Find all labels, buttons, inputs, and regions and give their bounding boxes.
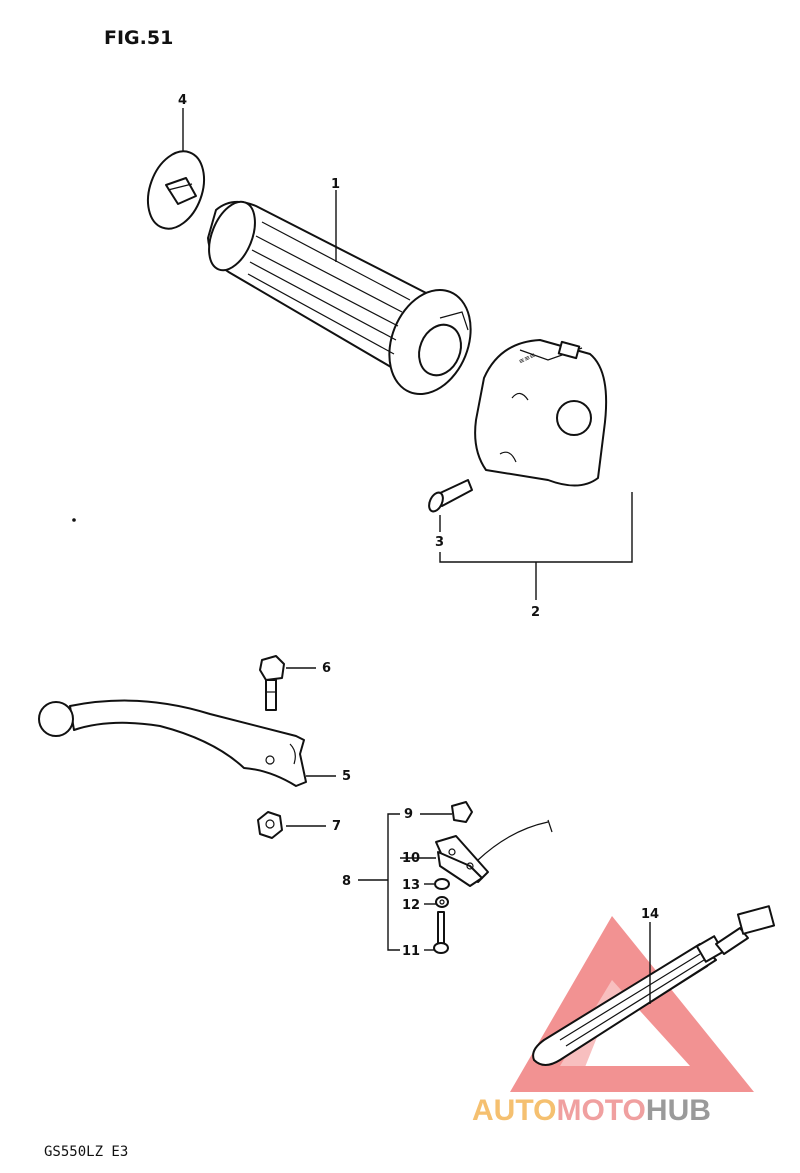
callout-10: 10 — [402, 851, 420, 866]
part-1-handle-grip — [207, 200, 472, 396]
watermark-moto: MOTO — [556, 1094, 645, 1127]
part-2-switch-housing: ≡≡≡ — [474, 339, 608, 487]
part-11-screw — [433, 911, 449, 954]
part-14-cable-tie — [532, 905, 776, 1066]
watermark-auto: AUTO — [472, 1094, 556, 1127]
part-12-washer — [435, 896, 449, 908]
callout-14: 14 — [641, 907, 659, 922]
callout-12: 12 — [402, 898, 420, 913]
callout-5: 5 — [342, 769, 351, 784]
callout-2: 2 — [531, 605, 540, 620]
watermark-hub: HUB — [646, 1094, 711, 1127]
callout-7: 7 — [332, 819, 341, 834]
callout-11: 11 — [402, 944, 420, 959]
part-10-clutch-switch — [435, 819, 553, 887]
part-6-lever-bolt — [259, 655, 285, 711]
callout-3: 3 — [435, 535, 444, 550]
speck — [72, 518, 76, 522]
part-9-switch-cap — [451, 801, 473, 823]
figure-title: FIG.51 — [104, 27, 173, 49]
bracket-2 — [439, 492, 633, 563]
bracket-8 — [387, 813, 400, 951]
part-13-washer — [434, 878, 450, 890]
part-4-grip-end-cap — [146, 150, 206, 230]
callout-13: 13 — [402, 878, 420, 893]
part-3-screw — [428, 479, 473, 513]
part-7-nut — [257, 811, 283, 839]
callout-6: 6 — [322, 661, 331, 676]
callout-8: 8 — [342, 874, 351, 889]
callout-9: 9 — [404, 807, 413, 822]
model-code: GS550LZ E3 — [44, 1144, 128, 1160]
callout-1: 1 — [331, 177, 340, 192]
watermark-text: AUTOMOTOHUB — [472, 1094, 711, 1127]
part-5-clutch-lever — [38, 699, 307, 787]
callout-4: 4 — [178, 93, 187, 108]
